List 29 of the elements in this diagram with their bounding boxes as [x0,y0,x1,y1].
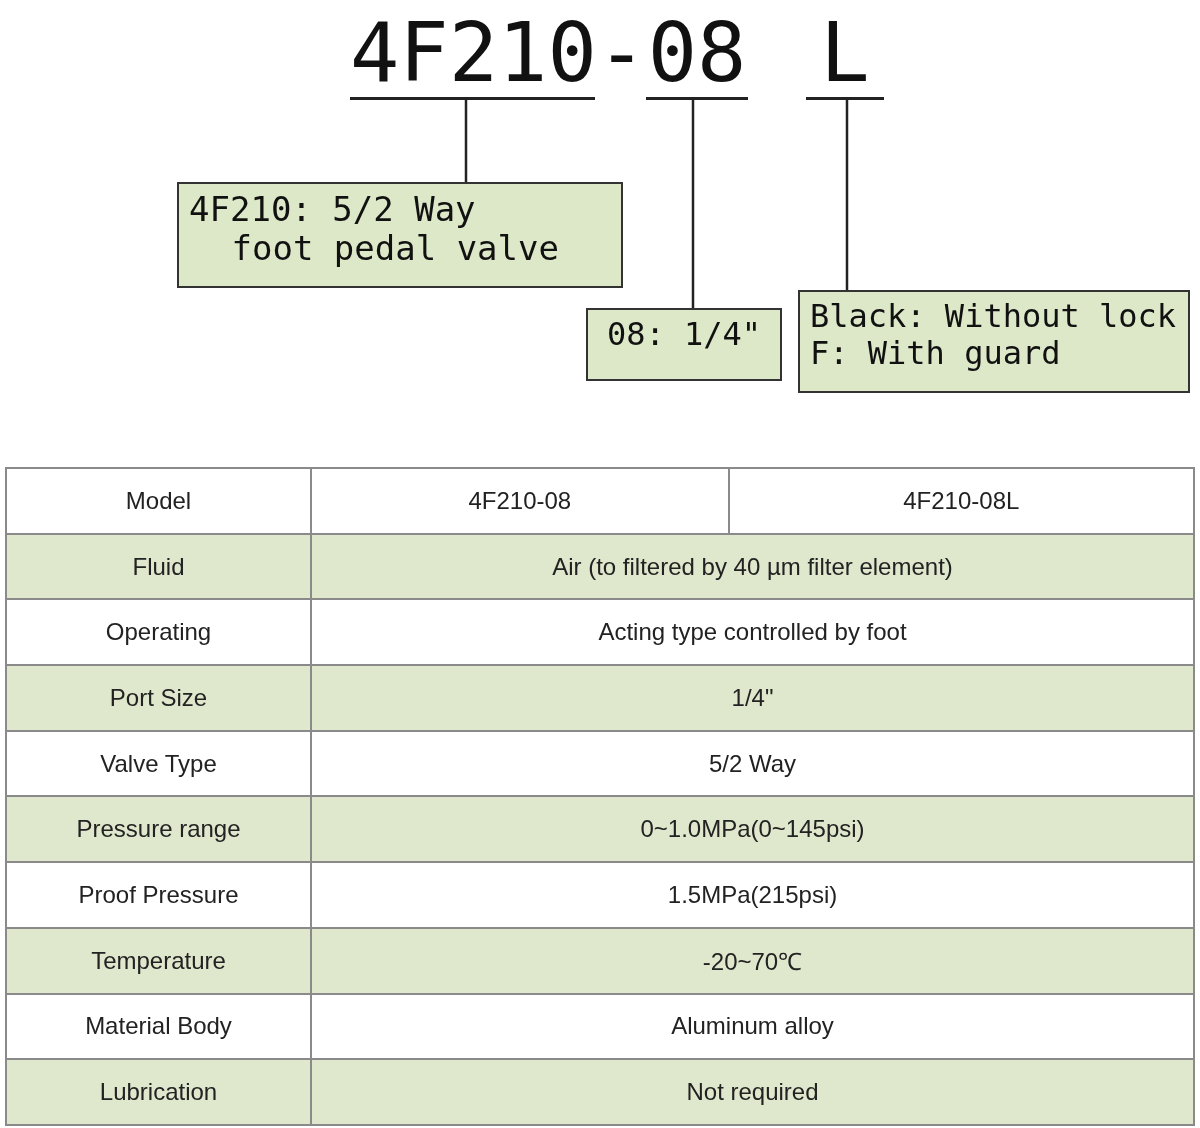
separator-dash: - [597,12,647,94]
leader-line [691,100,695,308]
table-cell: Pressure range [6,796,311,863]
description-box [586,308,782,381]
description-text: F: With guard [810,334,1062,372]
description-text: Black: Without lock [810,298,1178,335]
description-box [177,182,623,288]
table-cell: Temperature [6,927,311,994]
leader-line [845,100,849,290]
table-cell: Model [6,468,311,534]
table-cell: Air (to filtered by 40 µm filter element) [311,533,1194,600]
code-segment: 4F210 [350,8,595,100]
table-cell: Proof Pressure [6,862,311,928]
description-box [798,290,1190,393]
table-cell: 0~1.0MPa(0~145psi) [311,796,1194,863]
table-cell: -20~70℃ [311,927,1194,994]
table-cell: 1/4" [311,665,1194,731]
table-cell: Lubrication [6,1059,311,1125]
description-text: 08: 1/4" [605,316,763,353]
table-cell: Fluid [6,533,311,600]
code-segment: L [806,8,884,100]
table-cell: 1.5MPa(215psi) [311,862,1194,928]
table-cell: Not required [311,1059,1194,1125]
table-cell: 4F210-08L [728,468,1194,534]
leader-line [464,100,468,182]
description-text: 4F210: 5/2 Way foot pedal valve [189,190,559,269]
table-cell: 4F210-08 [311,468,729,534]
code-segment: 08 [646,8,748,100]
table-cell: Port Size [6,665,311,731]
